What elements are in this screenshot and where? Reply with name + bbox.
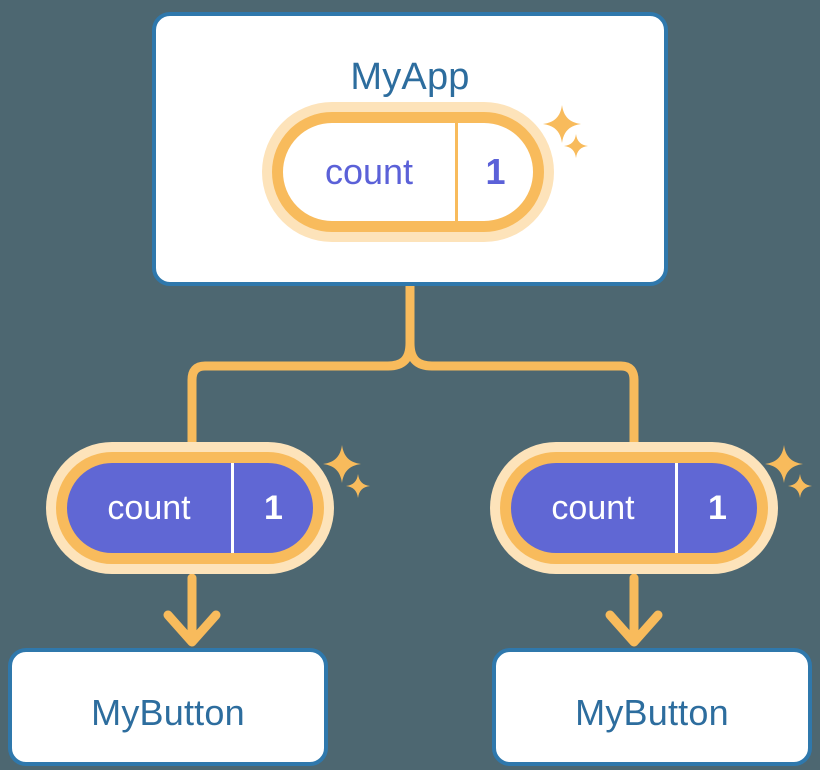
sparkle-large-icon [764, 444, 804, 484]
left-state-pill-key: count [67, 463, 234, 553]
button-card-right-title: MyButton [575, 692, 729, 733]
right-state-pill-key: count [511, 463, 678, 553]
sparkle-small-icon [787, 473, 813, 499]
left-state-pill-body: count 1 [56, 452, 324, 564]
sparkle-small-icon [345, 473, 371, 499]
button-card-left[interactable]: MyButton [8, 648, 328, 766]
arrowhead-left-icon [163, 610, 221, 647]
right-state-pill-body: count 1 [500, 452, 768, 564]
right-state-pill-value: 1 [708, 488, 727, 527]
sparkle-large-icon [322, 444, 362, 484]
left-state-pill[interactable]: count 1 [56, 452, 324, 564]
app-state-pill[interactable]: count 1 [272, 112, 544, 232]
right-state-pill[interactable]: count 1 [500, 452, 768, 564]
app-card-title: MyApp [350, 56, 470, 98]
connector-branch-to-left-pill [187, 338, 415, 457]
app-state-pill-body: count 1 [272, 112, 544, 232]
app-state-pill-value: 1 [485, 151, 506, 192]
button-card-left-title: MyButton [91, 692, 245, 733]
left-state-pill-value: 1 [264, 488, 283, 527]
connector-branch-to-right-pill [405, 338, 639, 457]
button-card-right[interactable]: MyButton [492, 648, 812, 766]
app-state-pill-key: count [283, 123, 458, 221]
arrowhead-right-icon [605, 610, 663, 647]
